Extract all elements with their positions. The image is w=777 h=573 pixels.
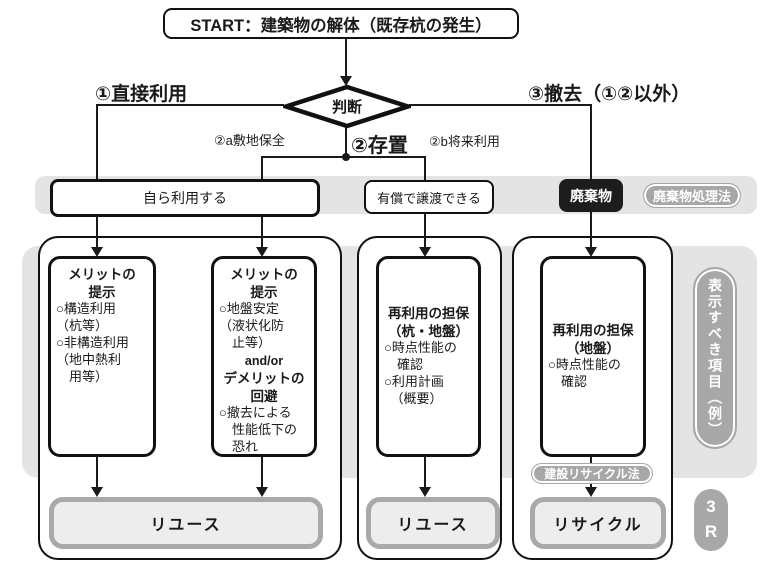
result-reuse-left-label: リユース — [150, 517, 222, 534]
three-r-label: 3 R — [704, 497, 718, 541]
connector-band-box4 — [590, 212, 592, 249]
node-merit-direct: メリットの 提示 ○構造利用 （杭等） ○非構造利用 （地中熱利 用等） — [48, 256, 156, 457]
node-merit-leave-title: メリットの 提示 — [230, 267, 298, 300]
connector-branch1-v — [96, 104, 98, 180]
decision-label-text: 判断 — [331, 99, 362, 116]
node-reuse-guarantee-pile-title: 再利用の担保 （杭・地盤） — [388, 306, 469, 339]
arrowhead-decision — [340, 76, 352, 86]
branch-label-removal: ③撤去（①②以外） — [528, 84, 691, 105]
node-demerit-title: デメリットの 回避 — [223, 371, 305, 404]
connector-branch2-v — [345, 126, 347, 158]
node-merit-demerit-leave: メリットの 提示 ○地盤安定 （液状化防 止等） and/or デメリットの 回… — [211, 256, 317, 457]
recycle-law-tag: 建設リサイクル法 — [531, 463, 653, 484]
node-transfer-paid-label: 有償で譲渡できる — [377, 190, 481, 206]
node-waste-label: 廃棄物 — [570, 187, 612, 204]
arrowhead-result1b — [256, 487, 268, 497]
junction-dot — [342, 153, 350, 161]
node-reuse-guarantee-pile: 再利用の担保 （杭・地盤） ○時点性能の 確認 ○利用計画 （概要） — [376, 256, 481, 457]
decision-label: 判断 — [283, 84, 411, 129]
result-recycle-label: リサイクル — [553, 517, 643, 534]
arrowhead-result3 — [585, 487, 597, 497]
branch-label-leave: ②存置 — [351, 135, 408, 157]
three-r-badge: 3 R — [694, 489, 728, 551]
arrowhead-box2 — [256, 247, 268, 257]
start-node: START：建築物の解体（既存杭の発生） — [163, 8, 519, 39]
arrowhead-result1a — [91, 487, 103, 497]
connector-branch1-h — [97, 104, 284, 106]
recycle-law-tag-label: 建設リサイクル法 — [544, 467, 640, 481]
connector-branch3-h — [409, 104, 591, 106]
decision-diamond — [283, 84, 411, 129]
result-recycle: リサイクル — [530, 497, 666, 549]
node-reuse-guarantee-pile-body: ○時点性能の 確認 ○利用計画 （概要） — [384, 340, 457, 406]
result-reuse-mid-label: リユース — [397, 517, 469, 534]
arrowhead-box4 — [585, 247, 597, 257]
branch-label-leave-site: ②a敷地保全 — [214, 133, 285, 148]
node-reuse-guarantee-ground-body: ○時点性能の 確認 — [548, 357, 621, 390]
arrowhead-result2 — [419, 487, 431, 497]
connector-start-decision — [345, 35, 347, 78]
node-reuse-guarantee-ground-title: 再利用の担保 （地盤） — [552, 323, 634, 356]
connector-band-box3 — [424, 210, 426, 249]
connector-box3-result — [424, 457, 426, 488]
connector-branch2b-v — [424, 156, 426, 181]
node-demerit-body: ○撤去による 性能低下の 恐れ — [219, 405, 298, 454]
branch-label-leave-future: ②b将来利用 — [429, 134, 500, 149]
arrowhead-box3 — [419, 247, 431, 257]
node-reuse-guarantee-ground: 再利用の担保 （地盤） ○時点性能の 確認 — [540, 256, 646, 457]
waste-law-tag: 廃棄物処理法 — [643, 183, 741, 208]
arrowhead-box1 — [91, 247, 103, 257]
connector-band-box1 — [96, 211, 98, 249]
node-transfer-paid: 有償で譲渡できる — [364, 180, 494, 214]
connector-branch2a-v — [261, 156, 263, 180]
connector-band-box2 — [261, 211, 263, 249]
node-merit-leave-body: ○地盤安定 （液状化防 止等） — [219, 301, 285, 350]
connector-branch3-v — [590, 104, 592, 181]
connector-box1-result — [96, 457, 98, 488]
branch-label-direct-use: ①直接利用 — [95, 84, 188, 105]
node-merit-direct-body: ○構造利用 （杭等） ○非構造利用 （地中熱利 用等） — [56, 301, 129, 384]
start-node-label: START：建築物の解体（既存杭の発生） — [190, 16, 492, 35]
node-use-self-label: 自ら利用する — [143, 190, 227, 206]
connector-box2-result — [261, 457, 263, 488]
display-items-note-pill: 表示すべき項目（例） — [693, 267, 737, 449]
andor-label: and/or — [244, 353, 284, 368]
waste-law-tag-label: 廃棄物処理法 — [652, 189, 731, 204]
result-reuse-left: リユース — [49, 497, 323, 549]
result-reuse-mid: リユース — [366, 497, 500, 549]
node-use-self: 自ら利用する — [50, 179, 320, 217]
node-merit-direct-title: メリットの 提示 — [68, 267, 136, 300]
node-waste: 廃棄物 — [559, 179, 623, 212]
display-items-note-label: 表示すべき項目（例） — [707, 278, 723, 438]
